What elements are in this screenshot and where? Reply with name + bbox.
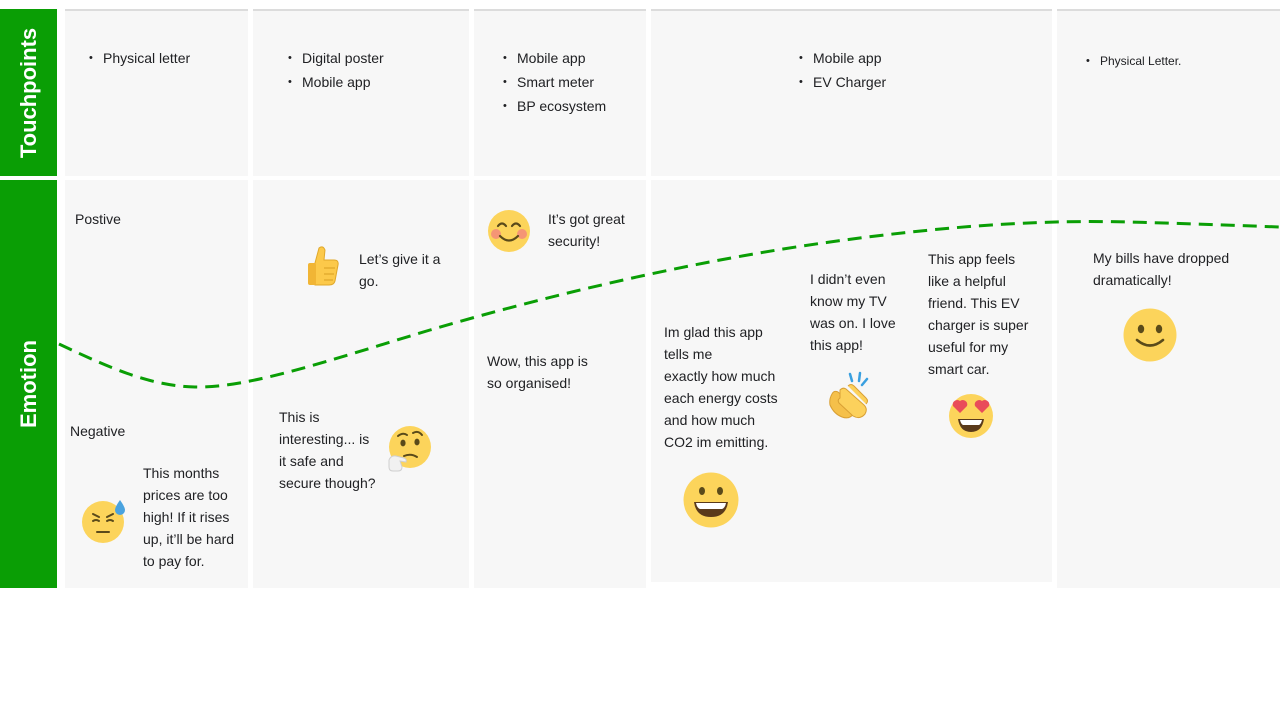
quote-line: CO2 im emitting. [664, 434, 769, 450]
quote-line: It’s got great [548, 211, 625, 227]
touchpoint-item: BP ecosystem [503, 94, 606, 118]
quote-line: This is [279, 409, 320, 425]
quote-8: This app feels like a helpful friend. Th… [928, 248, 1028, 380]
emotion-cell-5 [1057, 180, 1280, 588]
quote-line: each energy costs [664, 390, 778, 406]
quote-line: know my TV [810, 293, 887, 309]
smiling-blush-face-icon [487, 209, 531, 253]
quote-line: This months [143, 465, 220, 481]
quote-line: interesting... is [279, 431, 370, 447]
quote-3: This is interesting... is it safe and se… [279, 406, 376, 494]
quote-2: Let’s give it a go. [359, 248, 440, 292]
quote-line: high! If it rises [143, 509, 230, 525]
quote-line: and how much [664, 412, 756, 428]
quote-line: up, it’ll be hard [143, 531, 235, 547]
quote-line: Im glad this app [664, 324, 763, 340]
quote-line: This app feels [928, 251, 1016, 267]
quote-line: was on. I love [810, 315, 896, 331]
touchpoints-row-label: Touchpoints [0, 9, 57, 176]
quote-line: prices are too [143, 487, 228, 503]
emotion-cell-2 [253, 180, 469, 588]
touchpoint-cell-1 [65, 9, 248, 176]
touchpoint-list-5: Physical Letter. [1086, 49, 1181, 73]
quote-line: it safe and [279, 453, 344, 469]
quote-line: like a helpful [928, 273, 1006, 289]
clapping-hands-icon [826, 370, 876, 420]
negative-label: Negative [70, 423, 126, 439]
quote-line: exactly how much [664, 368, 776, 384]
emotion-row-label: Emotion [0, 180, 57, 588]
worried-sweat-face-icon [80, 498, 128, 544]
quote-5: Wow, this app is so organised! [487, 350, 588, 394]
quote-line: go. [359, 273, 379, 289]
positive-label: Postive [75, 211, 121, 227]
quote-line: tells me [664, 346, 713, 362]
grinning-face-icon [682, 471, 740, 529]
thumbs-up-icon [305, 244, 341, 288]
quote-9: My bills have dropped dramatically! [1093, 247, 1229, 291]
quote-line: I didn’t even [810, 271, 886, 287]
quote-4: It’s got great security! [548, 208, 625, 252]
touchpoint-item: Physical Letter. [1086, 49, 1181, 73]
touchpoint-list-4: Mobile app EV Charger [799, 46, 886, 94]
heart-eyes-face-icon [946, 391, 996, 439]
quote-line: friend. This EV [928, 295, 1020, 311]
quote-line: security! [548, 233, 601, 249]
touchpoint-item: Smart meter [503, 70, 606, 94]
quote-line: dramatically! [1093, 272, 1172, 288]
touchpoint-item: EV Charger [799, 70, 886, 94]
touchpoint-item: Mobile app [288, 70, 384, 94]
touchpoint-item: Mobile app [503, 46, 606, 70]
touchpoint-list-3: Mobile app Smart meter BP ecosystem [503, 46, 606, 118]
quote-7: I didn’t even know my TV was on. I love … [810, 268, 896, 356]
touchpoint-cell-5 [1057, 9, 1280, 176]
quote-1: This months prices are too high! If it r… [143, 462, 234, 572]
slightly-smiling-face-icon [1122, 307, 1178, 363]
touchpoint-list-1: Physical letter [89, 46, 190, 70]
emotion-curve-line [58, 220, 1280, 389]
quote-6: Im glad this app tells me exactly how mu… [664, 321, 778, 453]
quote-line: Let’s give it a [359, 251, 441, 267]
quote-line: secure though? [279, 475, 376, 491]
quote-line: to pay for. [143, 553, 205, 569]
quote-line: useful for my [928, 339, 1009, 355]
quote-line: charger is super [928, 317, 1029, 333]
touchpoint-item: Mobile app [799, 46, 886, 70]
quote-line: My bills have dropped [1093, 250, 1230, 266]
quote-line: so organised! [487, 375, 572, 391]
quote-line: this app! [810, 337, 863, 353]
touchpoint-item: Digital poster [288, 46, 384, 70]
touchpoint-item: Physical letter [89, 46, 190, 70]
thinking-face-icon [386, 424, 434, 472]
quote-line: Wow, this app is [487, 353, 588, 369]
touchpoint-list-2: Digital poster Mobile app [288, 46, 384, 94]
quote-line: smart car. [928, 361, 990, 377]
